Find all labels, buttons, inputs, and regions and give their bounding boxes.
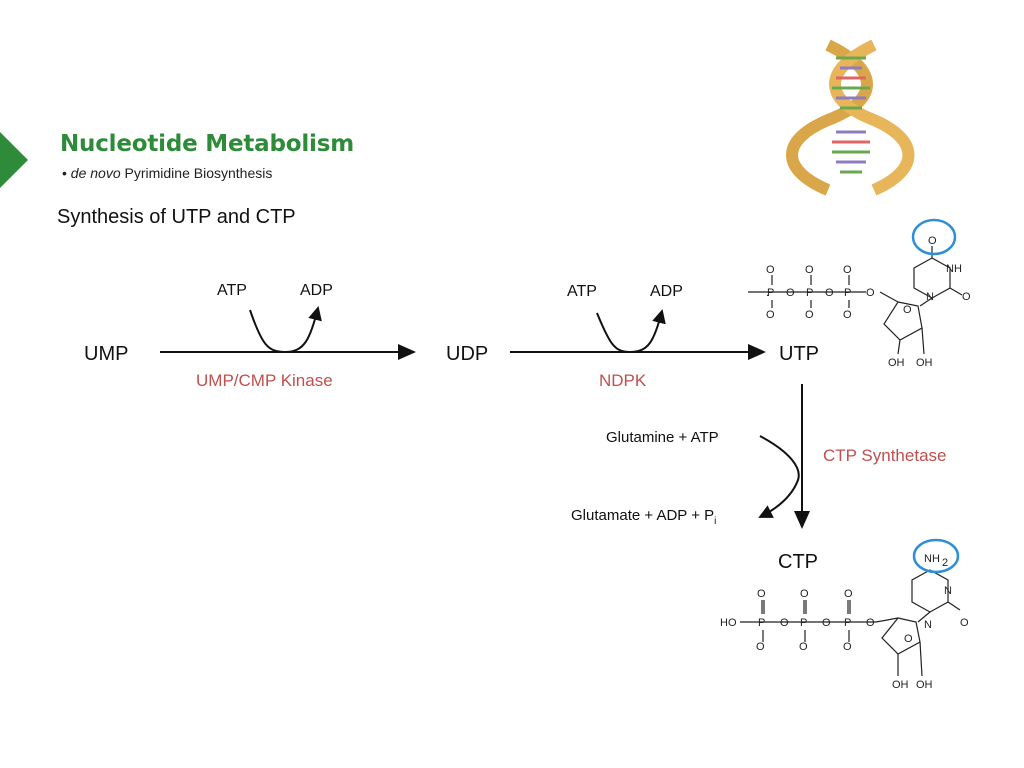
step3-input-label: Glutamine + ATP [606, 429, 719, 446]
subtitle-italic: de novo [70, 165, 121, 181]
svg-text:O: O [825, 287, 834, 299]
svg-text:O: O [786, 287, 795, 299]
step1-atp-label: ATP [217, 282, 247, 299]
enzyme-ndpk: NDPK [599, 371, 647, 390]
svg-text:N: N [926, 291, 934, 303]
svg-text:OH: OH [888, 357, 905, 369]
svg-text:O: O [962, 291, 971, 303]
step3-output-label: Glutamate + ADP + Pi [571, 507, 716, 527]
svg-text:O: O [843, 641, 852, 653]
step2-adp-label: ADP [650, 283, 683, 300]
svg-text:O: O [756, 641, 765, 653]
svg-text:O: O [766, 264, 775, 276]
svg-text:O: O [843, 309, 852, 321]
svg-text:O: O [844, 588, 853, 600]
ump-label: UMP [84, 343, 129, 365]
svg-text:O: O [904, 633, 913, 645]
svg-text:O: O [799, 641, 808, 653]
step2-atp-label: ATP [567, 283, 597, 300]
svg-text:O: O [822, 617, 831, 629]
slide-subtitle-bullet: • de novo Pyrimidine Biosynthesis [62, 165, 273, 181]
step3-output-sub: i [714, 516, 717, 527]
svg-text:P: P [806, 287, 813, 299]
cofactor-curve-3 [758, 435, 800, 518]
svg-text:OH: OH [916, 357, 933, 369]
svg-text:O: O [800, 588, 809, 600]
utp-structure-labels: O NH O N O O O O . P P P O O O O O O OH … [766, 235, 971, 369]
section-heading: Synthesis of UTP and CTP [57, 206, 296, 228]
svg-text:O: O [866, 287, 875, 299]
enzyme-ctp-synthetase: CTP Synthetase [823, 446, 947, 465]
utp-structure [748, 246, 963, 355]
svg-text:O: O [766, 309, 775, 321]
svg-text:2: 2 [942, 557, 948, 569]
ctp-structure-labels: NH 2 N N O O HO O O O P P P O O O O O O … [720, 553, 969, 691]
svg-text:O: O [843, 264, 852, 276]
svg-text:HO: HO [720, 617, 737, 629]
ctp-structure [740, 569, 961, 677]
svg-text:OH: OH [916, 679, 933, 691]
ctp-label: CTP [778, 551, 818, 573]
svg-text:O: O [757, 588, 766, 600]
svg-text:.: . [766, 287, 769, 299]
svg-text:P: P [844, 287, 851, 299]
cofactor-curve-2 [596, 309, 666, 354]
ctp-highlight-circle [912, 538, 960, 574]
svg-text:N: N [924, 619, 932, 631]
step1-adp-label: ADP [300, 282, 333, 299]
svg-text:N: N [944, 585, 952, 597]
svg-text:P: P [844, 617, 851, 629]
svg-text:NH: NH [946, 263, 962, 275]
svg-text:O: O [805, 309, 814, 321]
svg-text:OH: OH [892, 679, 909, 691]
svg-text:O: O [780, 617, 789, 629]
green-triangle-marker [0, 132, 28, 188]
cofactor-curve-1 [249, 306, 322, 354]
svg-text:O: O [805, 264, 814, 276]
dna-helix-icon [786, 39, 915, 196]
utp-highlight-circle [911, 218, 957, 256]
step3-output-main: Glutamate + ADP + P [571, 507, 715, 524]
svg-text:O: O [903, 304, 912, 316]
udp-label: UDP [446, 343, 489, 365]
svg-text:P: P [758, 617, 765, 629]
svg-text:O: O [866, 617, 875, 629]
svg-text:P: P [800, 617, 807, 629]
svg-text:P: P [767, 287, 774, 299]
utp-label: UTP [779, 343, 819, 365]
enzyme-ump-cmp-kinase: UMP/CMP Kinase [196, 371, 333, 390]
svg-text:O: O [928, 235, 937, 247]
svg-text:O: O [960, 617, 969, 629]
subtitle-rest: Pyrimidine Biosynthesis [120, 165, 273, 181]
svg-text:NH: NH [924, 553, 940, 565]
slide-title: Nucleotide Metabolism [60, 131, 354, 157]
